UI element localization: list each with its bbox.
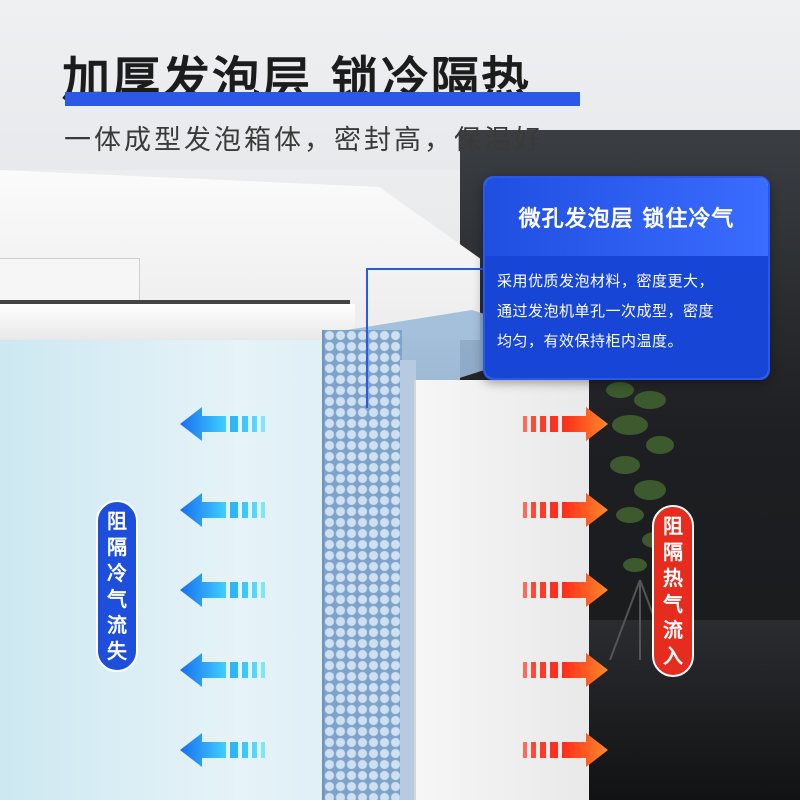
lid-gap	[0, 300, 350, 304]
foam-panel	[414, 380, 589, 800]
callout-line: 通过发泡机单孔一次成型，密度	[497, 302, 715, 320]
arrow-right-icon	[516, 573, 608, 607]
heat-entry-label: 阻 隔 热 气 流 入	[652, 505, 694, 677]
lid-rim	[0, 304, 355, 340]
callout-line: 采用优质发泡材料，密度更大，	[497, 272, 715, 290]
callout-heading: 微孔发泡层 锁住冷气	[485, 178, 768, 256]
label-char: 隔	[663, 540, 683, 564]
page-subtitle: 一体成型发泡箱体，密封高，保温好	[64, 125, 544, 156]
label-char: 隔	[107, 535, 127, 559]
label-char: 流	[663, 618, 683, 642]
foam-inner-layer	[400, 360, 416, 800]
label-char: 流	[107, 613, 127, 637]
title-underline	[65, 92, 580, 106]
label-char: 气	[663, 592, 683, 616]
arrow-left-icon	[180, 493, 272, 527]
label-char: 入	[663, 644, 683, 668]
callout-body: 采用优质发泡材料，密度更大， 通过发泡机单孔一次成型，密度 均匀，有效保持柜内温…	[485, 256, 768, 378]
callout-pointer-vertical	[366, 268, 368, 408]
label-char: 阻	[107, 509, 127, 533]
callout-line: 均匀，有效保持柜内温度。	[497, 332, 684, 350]
arrow-right-icon	[516, 733, 608, 767]
foam-callout: 微孔发泡层 锁住冷气 采用优质发泡材料，密度更大， 通过发泡机单孔一次成型，密度…	[483, 176, 770, 380]
arrow-right-icon	[516, 493, 608, 527]
callout-pointer-horizontal	[366, 268, 486, 270]
foam-layer-bubbles	[322, 330, 402, 800]
plant-decoration	[590, 370, 690, 661]
lid-handle	[0, 258, 140, 304]
label-char: 气	[107, 587, 127, 611]
arrow-left-icon	[180, 573, 272, 607]
arrow-left-icon	[180, 733, 272, 767]
label-char: 失	[107, 639, 127, 663]
arrow-left-icon	[180, 653, 272, 687]
arrow-right-icon	[516, 653, 608, 687]
arrow-left-icon	[180, 407, 272, 441]
label-char: 阻	[663, 514, 683, 538]
label-char: 冷	[107, 561, 127, 585]
label-char: 热	[663, 566, 683, 590]
arrow-right-icon	[516, 407, 608, 441]
cold-loss-label: 阻 隔 冷 气 流 失	[96, 500, 138, 672]
